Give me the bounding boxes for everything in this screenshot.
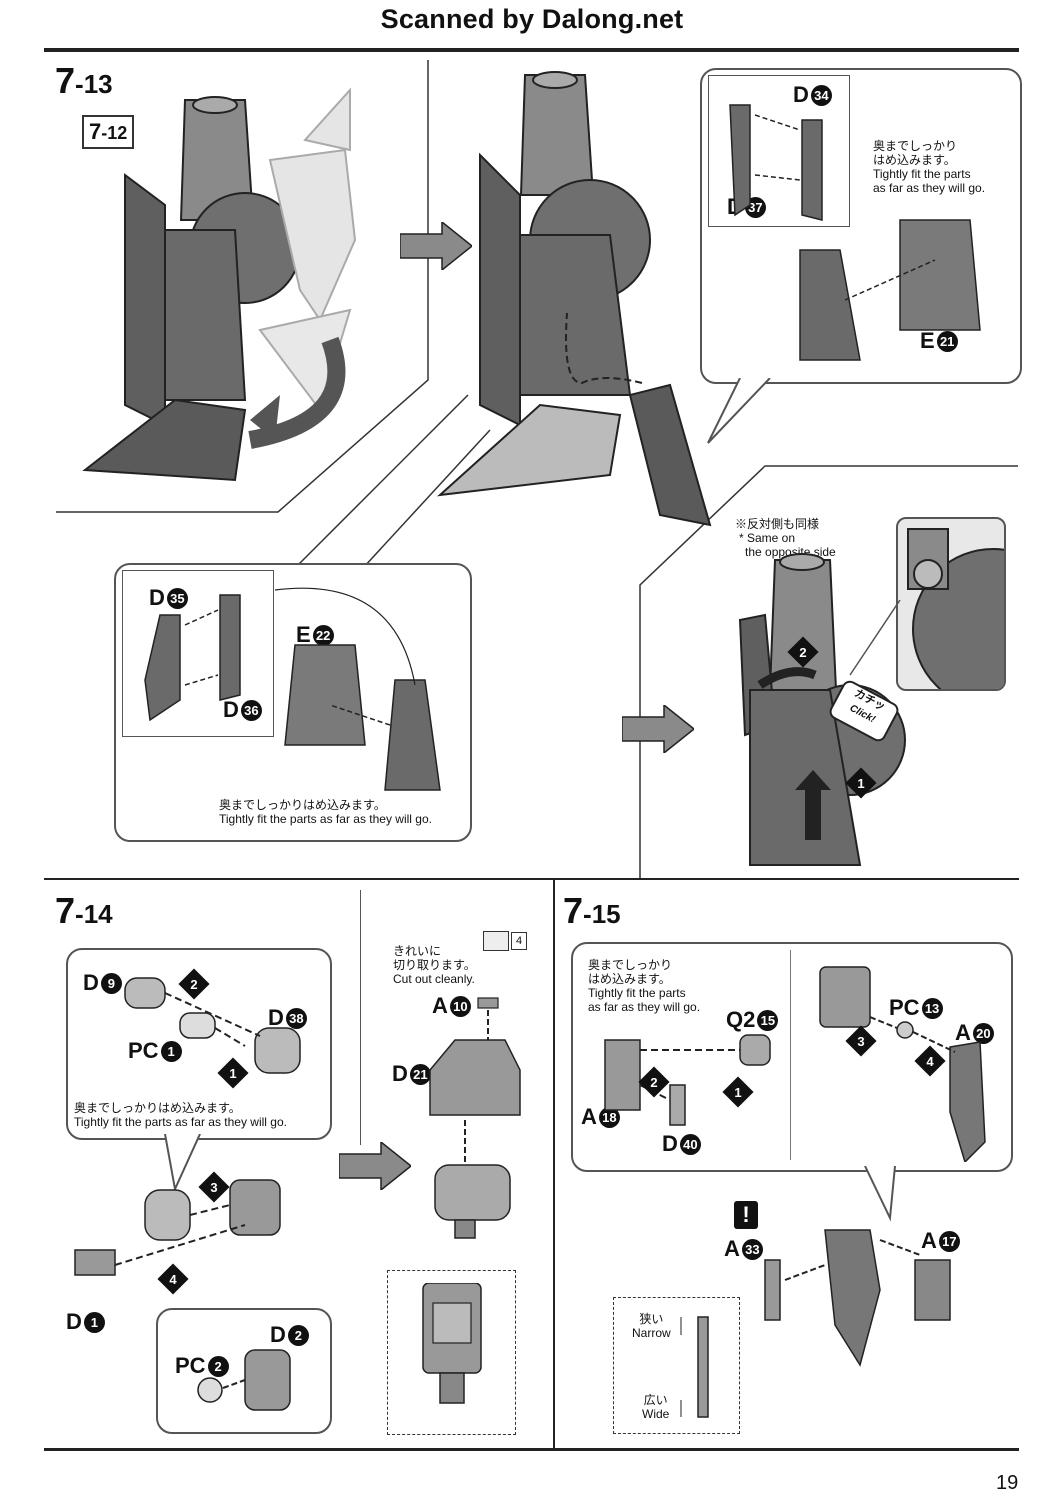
narrow-wide-detail-box [613, 1297, 740, 1434]
callout-top-pointer [707, 378, 771, 444]
step-marker-1: 1 [845, 767, 877, 799]
vertical-rule [553, 880, 555, 1450]
fit-note-top: 奥までしっかり はめ込みます。 Tightly fit the parts as… [873, 139, 986, 195]
callout-bottom-parts [144, 587, 441, 791]
callout-7-14-pointer [164, 1134, 201, 1193]
page-number: 19 [996, 1472, 1019, 1494]
detail-inset-illustration [907, 528, 1004, 689]
narrow-wide-part-illustration [680, 1316, 709, 1418]
warning-icon: ! [734, 1201, 758, 1229]
pc2-illustration [197, 1349, 291, 1411]
process-arrow-1 [400, 222, 472, 270]
step-marker-2-7-15: 2 [638, 1066, 670, 1098]
fit-note-7-15: 奥までしっかり はめ込みます。 Tightly fit the parts as… [588, 958, 701, 1014]
callout-7-15-pointer [864, 1166, 896, 1222]
step-marker-1-7-15: 1 [722, 1076, 754, 1108]
callout-7-15-divider [790, 950, 791, 1160]
process-arrow-2 [622, 705, 694, 753]
detail-inset-pointer [849, 600, 901, 676]
step-marker-3-7-15: 3 [845, 1025, 877, 1057]
fit-note-bottom: 奥までしっかりはめ込みます。 Tightly fit the parts as … [219, 798, 432, 826]
leg-with-armor-illustration [436, 71, 712, 527]
bottom-rule [44, 1448, 1019, 1451]
detail-inset-box [896, 517, 1006, 691]
fit-note-7-14: 奥までしっかりはめ込みます。 Tightly fit the parts as … [74, 1101, 287, 1129]
step-7-13-title: 7-13 [55, 60, 113, 101]
top-rule [44, 48, 1019, 52]
step-marker-4-7-15: 4 [914, 1045, 946, 1077]
process-arrow-3 [339, 1142, 411, 1190]
step-marker-2: 2 [787, 636, 819, 668]
step-7-14-column-rule [360, 890, 361, 1145]
scan-credit: Scanned by Dalong.net [380, 4, 684, 34]
callout-inner-box [708, 75, 850, 227]
callout-top-parts [729, 104, 981, 361]
shoulder-armor-assembly-illustration [764, 1229, 951, 1367]
step-marker-3-7-14: 3 [198, 1171, 230, 1203]
tool-count: 4 [511, 932, 527, 950]
wide-label: 広い Wide [642, 1393, 670, 1421]
nipper-tool-icon [483, 931, 509, 951]
ref-step-7-12: 7-12 [82, 115, 135, 149]
narrow-label: 狭い Narrow [632, 1312, 671, 1340]
callout-inner-box-left [122, 570, 274, 737]
step-marker-4-7-14: 4 [157, 1263, 189, 1295]
shoulder-joint-illustration [604, 1034, 771, 1126]
step-marker-2-7-14: 2 [178, 968, 210, 1000]
leg-assembly-illustration [82, 87, 357, 482]
knee-assembly-illustration [74, 1179, 281, 1276]
step-7-14-title: 7-14 [55, 890, 113, 931]
step-marker-1-7-14: 1 [217, 1057, 249, 1089]
cut-note: きれいに 切り取ります。 Cut out cleanly. [393, 944, 476, 986]
knee-joint-illustration [429, 997, 521, 1239]
knee-detail-illustration [422, 1283, 482, 1404]
knee-parts-illustration [124, 977, 301, 1074]
step-7-15-title: 7-15 [563, 890, 621, 931]
shoulder-armor-parts-illustration [819, 966, 986, 1162]
mid-rule [44, 878, 1019, 880]
